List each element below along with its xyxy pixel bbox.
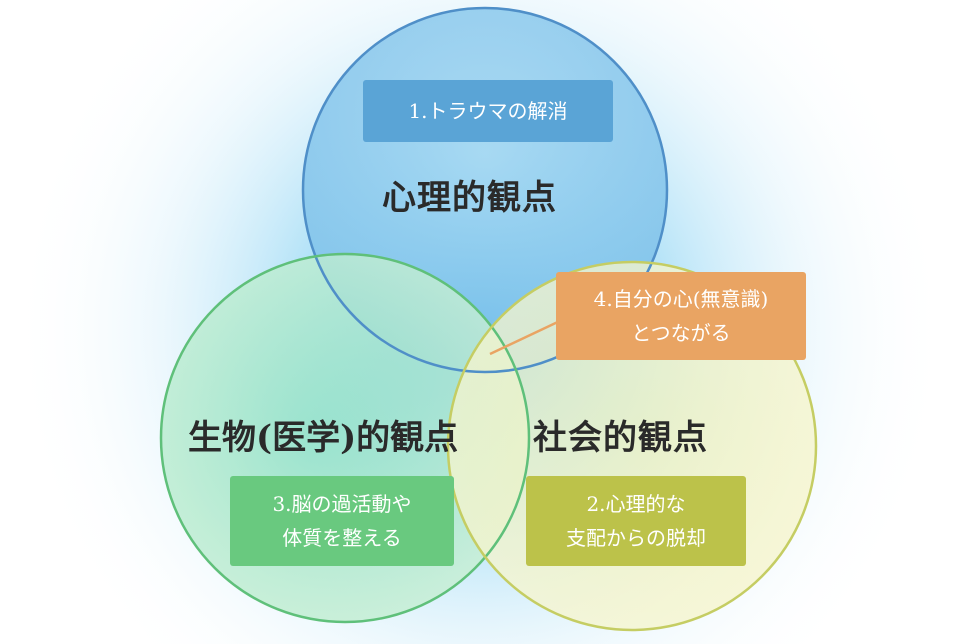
box-1-line-1: 1.トラウマの解消 xyxy=(408,99,568,123)
box-2-line-1: 2.心理的な xyxy=(586,492,686,516)
box-4-unconscious: 4.自分の心(無意識) とつながる xyxy=(556,272,806,360)
social-circle-outline xyxy=(446,260,818,632)
psychological-title: 心理的観点 xyxy=(382,178,557,218)
box-3-line-2: 体質を整える xyxy=(282,526,402,550)
psychological-circle-outline xyxy=(301,6,669,374)
biological-title: 生物(医学)的観点 xyxy=(188,418,459,458)
box-3-brain: 3.脳の過活動や 体質を整える xyxy=(230,476,454,566)
biological-circle-outline xyxy=(159,252,531,624)
box-1-trauma: 1.トラウマの解消 xyxy=(363,80,613,142)
box-3-line-1: 3.脳の過活動や xyxy=(272,492,412,516)
box4-connector xyxy=(489,318,563,356)
social-title: 社会的観点 xyxy=(533,418,708,458)
box-2-control: 2.心理的な 支配からの脱却 xyxy=(526,476,746,566)
box-4-line-1: 4.自分の心(無意識) xyxy=(593,287,769,311)
box-2-line-2: 支配からの脱却 xyxy=(566,526,706,550)
box-4-line-2: とつながる xyxy=(631,321,731,345)
